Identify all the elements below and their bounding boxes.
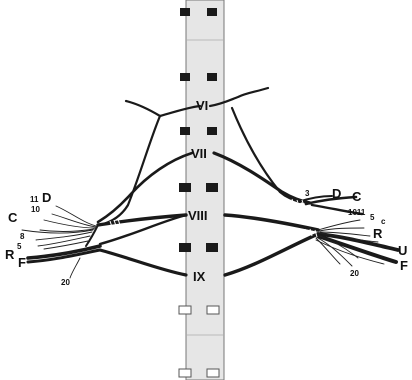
segment-marker — [206, 183, 218, 192]
hatch — [111, 243, 113, 249]
segment-marker — [179, 243, 191, 252]
open-marker — [179, 369, 191, 377]
spinal-cord — [186, 0, 224, 380]
segment-marker — [180, 8, 190, 16]
right-label-f: F — [400, 258, 408, 273]
left-plexus — [22, 206, 100, 278]
segment-marker — [207, 73, 217, 81]
right-number-c: c — [381, 217, 386, 226]
right-number-5: 5 — [370, 213, 375, 222]
right-number-3: 3 — [305, 189, 310, 198]
right-label-d: D — [332, 186, 341, 201]
left-number-8: 8 — [20, 232, 25, 241]
segment-marker — [207, 8, 217, 16]
left-label-r: R — [5, 247, 15, 262]
right-label-c: C — [352, 189, 362, 204]
open-marker — [179, 306, 191, 314]
open-marker — [207, 369, 219, 377]
left-number-20: 20 — [61, 278, 70, 287]
left-number-5: 5 — [17, 242, 22, 251]
left-label-d: D — [42, 190, 51, 205]
hatch — [305, 229, 307, 236]
left-number-10: 10 — [31, 205, 40, 214]
right-number-20: 20 — [350, 269, 359, 278]
right-label-r: R — [373, 226, 383, 241]
open-marker — [207, 306, 219, 314]
segment-marker — [180, 73, 190, 81]
segment-label-vii: VII — [191, 146, 207, 161]
segment-label-ix: IX — [193, 269, 206, 284]
left-number-11: 11 — [30, 195, 39, 204]
hatch — [106, 244, 108, 250]
right-plexus — [298, 196, 398, 266]
right-label-u: U — [398, 243, 407, 258]
left-label-f: F — [18, 255, 26, 270]
segment-label-viii: VIII — [188, 208, 208, 223]
segment-marker — [206, 243, 218, 252]
segment-label-vi: VI — [196, 98, 208, 113]
right-number-1011: 1011 — [348, 208, 366, 217]
segment-marker — [180, 127, 190, 135]
segment-marker — [207, 127, 217, 135]
left-label-c: C — [8, 210, 18, 225]
segment-marker — [179, 183, 191, 192]
hatch — [116, 243, 118, 249]
